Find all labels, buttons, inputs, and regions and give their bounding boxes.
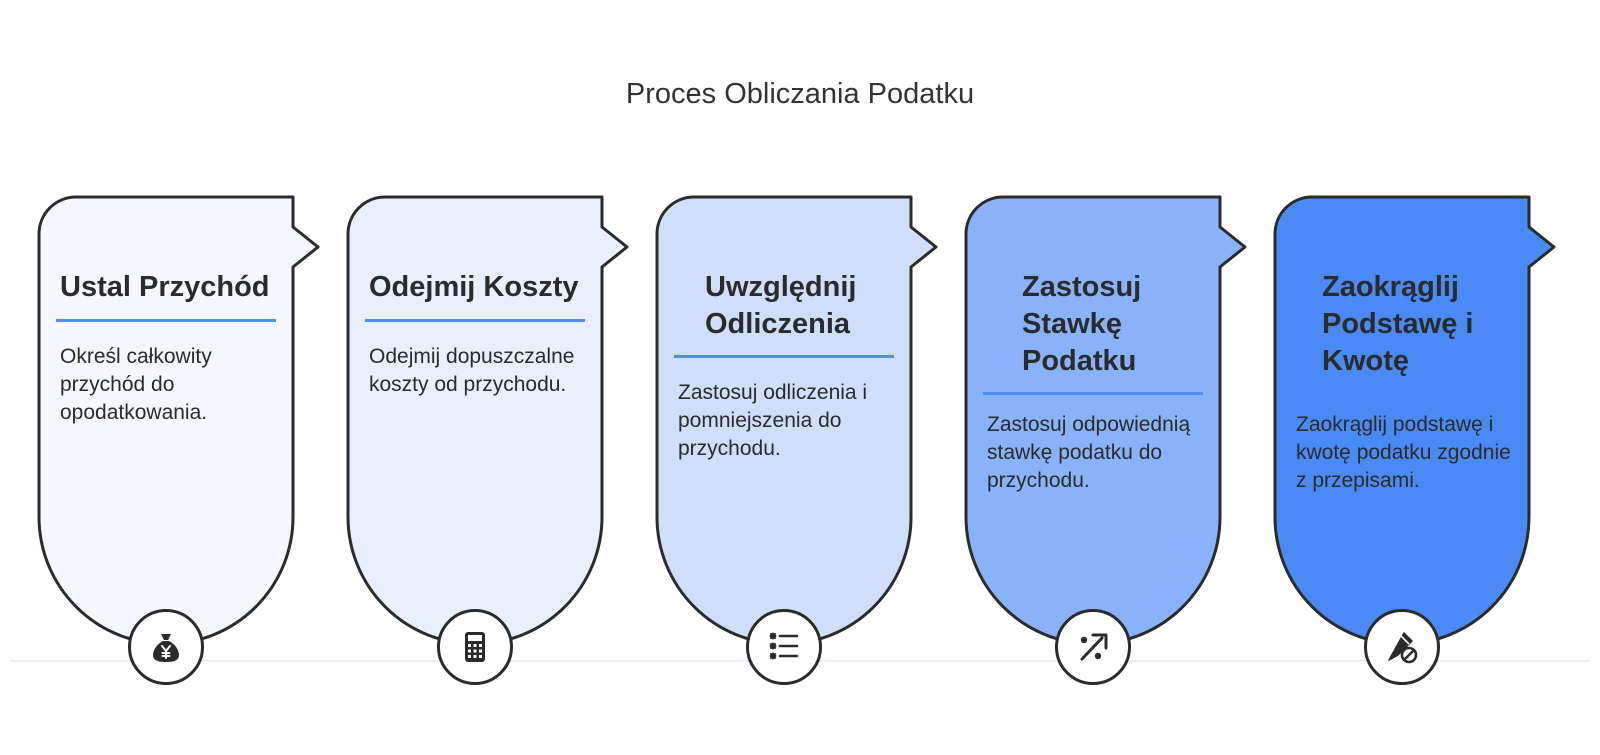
- step-2-divider: [365, 319, 585, 322]
- percent-arrow-icon: [1055, 609, 1131, 685]
- step-1-title: Ustal Przychód: [60, 271, 270, 303]
- step-1-divider: [56, 319, 276, 322]
- step-4-shape: [964, 195, 1247, 646]
- step-4: Zastosuj Stawkę Podatku Zastosuj odpowie…: [964, 195, 1255, 695]
- step-5-description: Zaokrąglij podstawę i kwotę podatku zgod…: [1296, 413, 1511, 492]
- step-3-shape: [655, 195, 938, 646]
- step-1-description: Określ całkowity przychód do opodatkowan…: [60, 345, 212, 424]
- step-5: Zaokrąglij Podstawę i Kwotę Zaokrąglij p…: [1273, 195, 1564, 695]
- step-3-title: Uwzględnij Odliczenia: [705, 271, 857, 340]
- step-1: Ustal Przychód Określ całkowity przychód…: [37, 195, 328, 695]
- step-2: Odejmij Koszty Odejmij dopuszczalne kosz…: [346, 195, 637, 695]
- page-title: Proces Obliczania Podatku: [625, 78, 975, 110]
- step-2-description: Odejmij dopuszczalne koszty od przychodu…: [369, 345, 575, 396]
- money-bag-yen-icon: [128, 609, 204, 685]
- step-2-title: Odejmij Koszty: [369, 271, 579, 303]
- step-4-title: Zastosuj Stawkę Podatku: [1022, 271, 1142, 377]
- pen-edit-icon: [1364, 609, 1440, 685]
- step-3-description: Zastosuj odliczenia i pomniejszenia do p…: [678, 381, 868, 460]
- checklist-icon: [746, 609, 822, 685]
- calculator-icon: [437, 609, 513, 685]
- step-2-shape: [346, 195, 629, 646]
- step-5-title: Zaokrąglij Podstawę i Kwotę: [1322, 271, 1474, 377]
- step-4-description: Zastosuj odpowiednią stawkę podatku do p…: [987, 413, 1191, 492]
- step-5-shape: [1273, 195, 1556, 646]
- step-3-divider: [674, 355, 894, 358]
- step-3: Uwzględnij Odliczenia Zastosuj odliczeni…: [655, 195, 946, 695]
- step-1-shape: [37, 195, 320, 646]
- step-4-divider: [983, 392, 1203, 395]
